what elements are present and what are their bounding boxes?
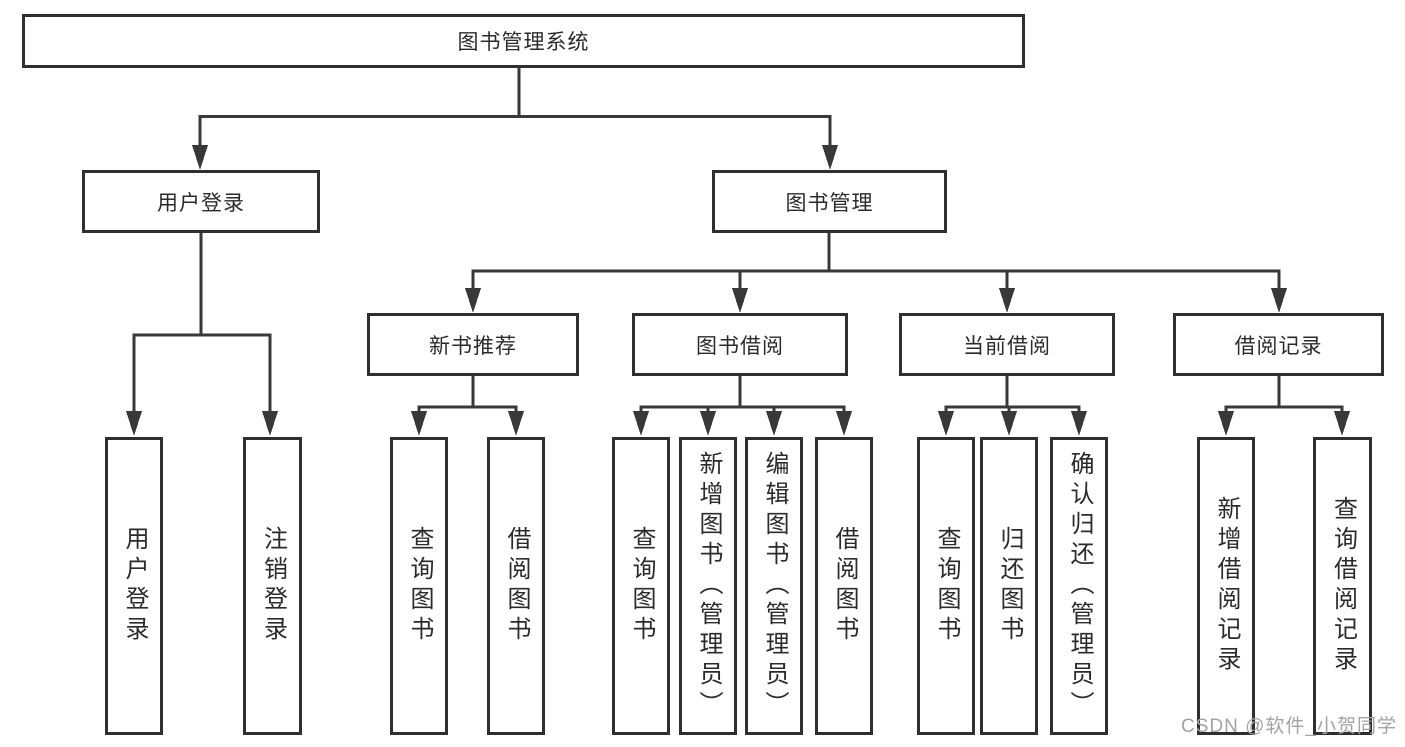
node-label: 图书借阅 [696, 334, 784, 358]
node-label: 用户登录 [157, 191, 245, 215]
csdn-watermark: CSDN @软件_小贺同学 [1181, 716, 1397, 737]
node-label: 新书推荐 [429, 334, 517, 358]
node-borrowing-records: 借阅记录 [1173, 313, 1384, 376]
node-new-book-recommend: 新书推荐 [367, 313, 579, 376]
leaf-label: 新增借阅记录 [1213, 496, 1240, 676]
leaf-cb-confirm-return-admin: 确认归还（管理员） [1050, 437, 1108, 735]
node-label: 当前借阅 [963, 334, 1051, 358]
leaf-label: 确认归还（管理员） [1066, 451, 1093, 721]
leaf-bb-query-books: 查询图书 [612, 437, 670, 735]
leaf-bb-borrow-books: 借阅图书 [815, 437, 873, 735]
node-book-borrowing: 图书借阅 [632, 313, 848, 376]
leaf-cb-query-books: 查询图书 [917, 437, 975, 735]
node-current-borrowing: 当前借阅 [899, 313, 1115, 376]
arrow-down-icon [700, 411, 716, 436]
leaf-user-login: 用户登录 [105, 437, 163, 735]
arrow-down-icon [192, 145, 208, 170]
arrow-down-icon [262, 411, 278, 436]
connector-borrow-records-to-leaves [1224, 376, 1344, 414]
connector-new-book-rec-to-leaves [417, 376, 518, 414]
arrow-down-icon [465, 288, 481, 313]
node-label: 借阅记录 [1234, 334, 1323, 358]
arrow-down-icon [766, 411, 782, 436]
leaf-label: 查询图书 [628, 526, 655, 646]
leaf-label: 用户登录 [121, 526, 148, 646]
connector-book-mgmt-to-level3 [471, 233, 1281, 289]
arrow-down-icon [822, 145, 838, 170]
node-label: 图书管理 [785, 191, 874, 215]
arrow-down-icon [836, 411, 852, 436]
leaf-label: 编辑图书（管理员） [761, 451, 788, 721]
leaf-rec-query-books: 查询图书 [390, 437, 448, 735]
leaf-br-query-record: 查询借阅记录 [1313, 437, 1372, 735]
arrow-down-icon [999, 288, 1015, 313]
node-root-library-system: 图书管理系统 [22, 14, 1025, 68]
arrow-down-icon [938, 411, 954, 436]
arrow-down-icon [1218, 411, 1234, 436]
connector-user-login-to-leaves [132, 233, 272, 412]
arrow-down-icon [732, 288, 748, 313]
arrow-down-icon [508, 411, 524, 436]
leaf-bb-add-books-admin: 新增图书（管理员） [679, 437, 737, 735]
arrow-down-icon [1001, 411, 1017, 436]
leaf-br-add-record: 新增借阅记录 [1197, 437, 1255, 735]
leaf-logout: 注销登录 [243, 437, 302, 735]
connector-book-borrow-to-leaves [639, 376, 846, 414]
leaf-rec-borrow-books: 借阅图书 [487, 437, 545, 735]
arrow-down-icon [1271, 288, 1287, 313]
leaf-label: 查询借阅记录 [1329, 496, 1357, 676]
connector-root-to-level2 [198, 68, 832, 146]
leaf-label: 新增图书（管理员） [695, 451, 722, 721]
node-book-management: 图书管理 [712, 170, 947, 233]
leaf-label: 查询图书 [933, 526, 960, 646]
arrow-down-icon [411, 411, 427, 436]
node-label: 图书管理系统 [457, 31, 590, 54]
leaf-label: 查询图书 [406, 526, 433, 646]
leaf-label: 借阅图书 [831, 526, 858, 646]
leaf-bb-edit-books-admin: 编辑图书（管理员） [745, 437, 803, 735]
arrow-down-icon [1334, 411, 1350, 436]
leaf-cb-return-books: 归还图书 [980, 437, 1038, 735]
leaf-label: 归还图书 [996, 526, 1023, 646]
connector-current-borrow-to-leaves [944, 376, 1081, 414]
arrow-down-icon [126, 411, 142, 436]
arrow-down-icon [1071, 411, 1087, 436]
arrow-down-icon [633, 411, 649, 436]
node-user-login: 用户登录 [82, 170, 320, 233]
leaf-label: 借阅图书 [503, 526, 530, 646]
leaf-label: 注销登录 [259, 526, 287, 646]
